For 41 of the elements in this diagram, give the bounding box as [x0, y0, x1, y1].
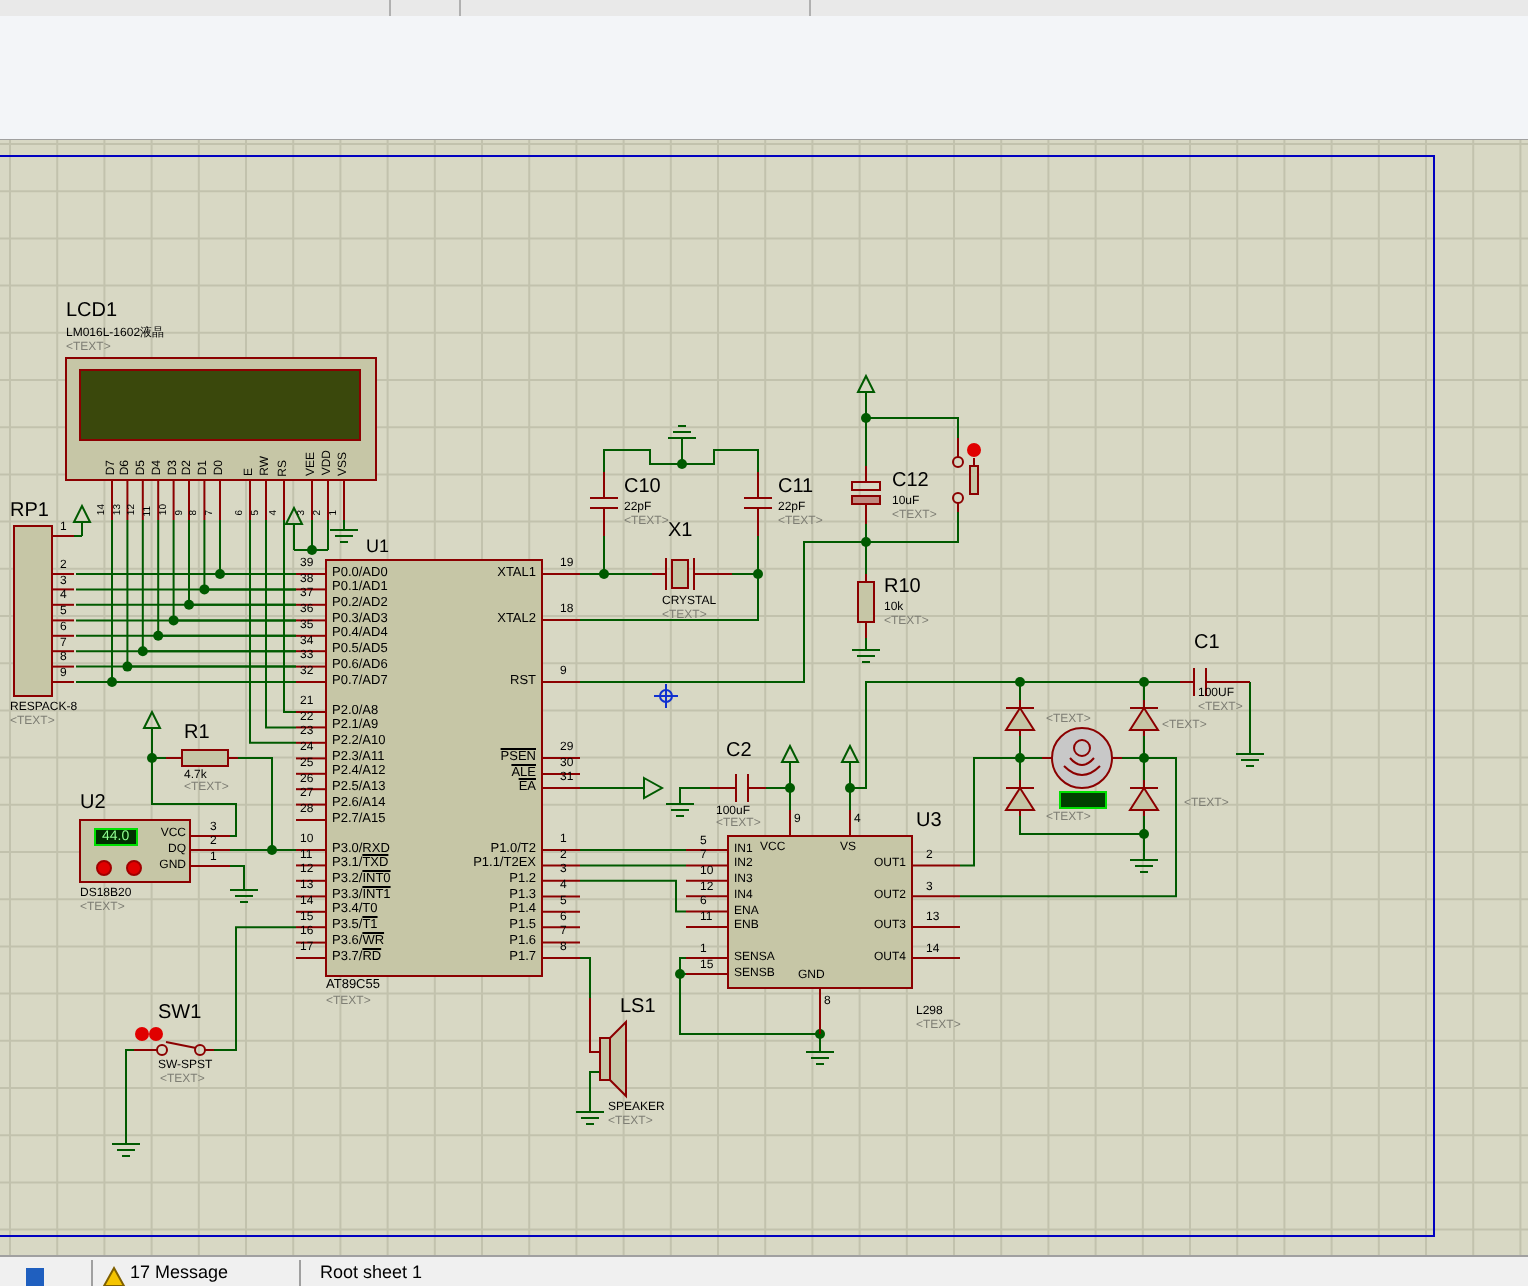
wire [265, 519, 297, 729]
component-label: X1 [668, 522, 693, 542]
wire [126, 519, 297, 668]
wire [151, 757, 237, 837]
wire [249, 519, 297, 744]
wire [603, 449, 759, 473]
wire [172, 519, 297, 622]
wire [203, 519, 297, 591]
wire [765, 787, 791, 811]
component-label: LS1 [620, 998, 656, 1018]
component-label: RP1 [10, 502, 49, 522]
component-label: C1 [1194, 634, 1220, 654]
wire [579, 541, 867, 683]
wire [283, 519, 297, 713]
component-label: C11 [778, 478, 814, 498]
component-label: U1 [366, 538, 390, 556]
wire [213, 926, 297, 1051]
component-label: LCD1 [66, 302, 118, 322]
component-label: C12 [892, 472, 929, 492]
status-text: Root sheet 1 [320, 1264, 423, 1282]
wire [579, 864, 687, 867]
wire [579, 879, 687, 913]
component-label: C10 [624, 478, 661, 498]
component-label: U3 [916, 812, 942, 832]
wire [188, 519, 297, 606]
component-label: U2 [80, 794, 106, 814]
wire [579, 957, 591, 999]
component-label: R10 [884, 578, 921, 598]
wire [1019, 815, 1145, 835]
wire [849, 681, 1021, 811]
wire [579, 849, 687, 851]
component-label: C2 [726, 742, 752, 762]
wire [959, 757, 1177, 898]
wire [865, 417, 959, 467]
wire [157, 519, 297, 637]
wire [579, 573, 759, 621]
wire [141, 519, 297, 653]
wire [579, 787, 645, 789]
component-label: SW1 [158, 1004, 202, 1024]
status-text: 17 Message [130, 1264, 229, 1282]
component-label: R1 [184, 724, 210, 744]
